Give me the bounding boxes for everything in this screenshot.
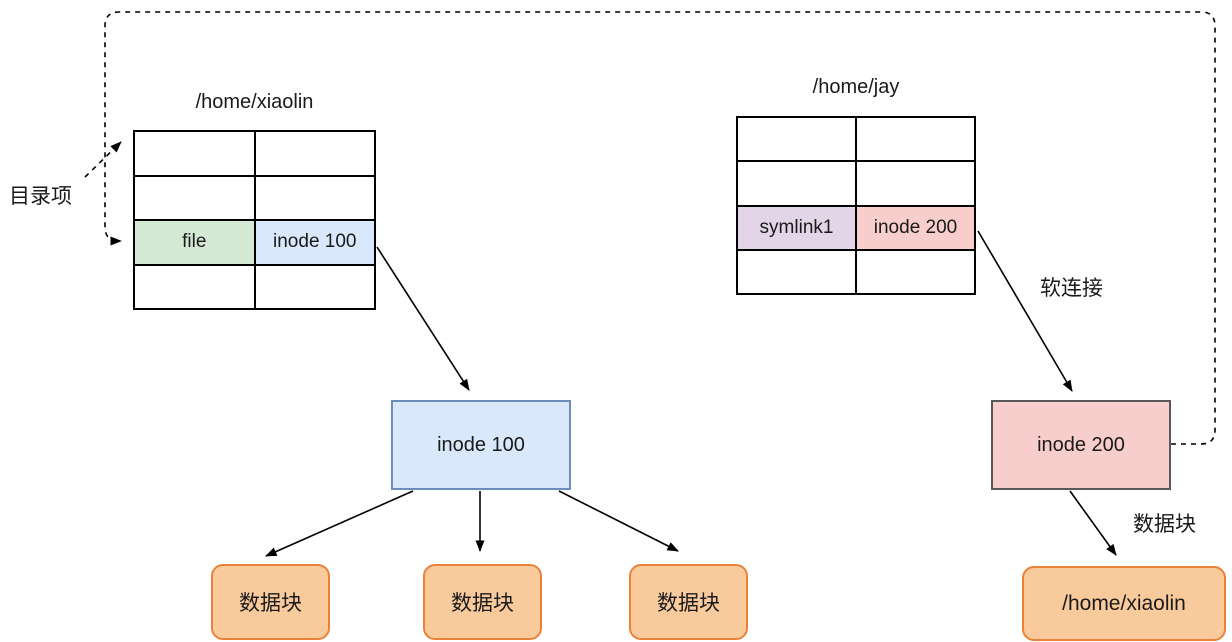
arrow-symlink-cell-to-inode200-box (977, 230, 1073, 392)
file-name-cell: file (134, 220, 255, 265)
data-block-1: 数据块 (211, 564, 330, 640)
left-table-empty-cell (254, 264, 375, 309)
data-block-2: 数据块 (423, 564, 542, 640)
inode100-box: inode 100 (391, 400, 571, 490)
right-table-empty-cell (737, 161, 856, 206)
dir-entry-label: 目录项 (9, 185, 72, 208)
data-block-3: 数据块 (629, 564, 748, 640)
inode200-box: inode 200 (991, 400, 1171, 490)
right-table-empty-cell (856, 117, 975, 162)
symlink-target-block: /home/xiaolin (1022, 566, 1226, 641)
arrow-inode100-cell-to-box (376, 246, 470, 391)
symlink-inode-cell: inode 200 (856, 205, 975, 250)
right-table-empty-cell (737, 117, 856, 162)
soft-link-label: 软连接 (1040, 277, 1103, 300)
symlink-name-cell: symlink1 (737, 205, 856, 250)
right-table-empty-cell (856, 161, 975, 206)
dashed-arrow-dir-entry-label (84, 141, 122, 178)
left-table-empty-cell (134, 175, 255, 220)
dashed-loop-inode200-to-dir-entry (104, 11, 1216, 445)
left-table-empty-cell (254, 131, 375, 176)
arrow-inode200-to-target-block (1069, 490, 1117, 556)
left-table-empty-cell (254, 175, 375, 220)
arrow-inode100-to-datablock-3 (558, 490, 679, 552)
right-table-empty-cell (737, 249, 856, 294)
file-inode-cell: inode 100 (254, 220, 375, 265)
arrow-inode100-to-datablock-1 (265, 490, 414, 557)
data-block-pointer-label: 数据块 (1133, 513, 1196, 536)
left-table-title: /home/xiaolin (195, 91, 314, 113)
right-table-title: /home/jay (812, 76, 900, 98)
right-table-empty-cell (856, 249, 975, 294)
left-directory-table: file inode 100 (133, 130, 376, 310)
left-table-empty-cell (134, 131, 255, 176)
left-table-empty-cell (134, 264, 255, 309)
right-directory-table: symlink1 inode 200 (736, 116, 976, 295)
